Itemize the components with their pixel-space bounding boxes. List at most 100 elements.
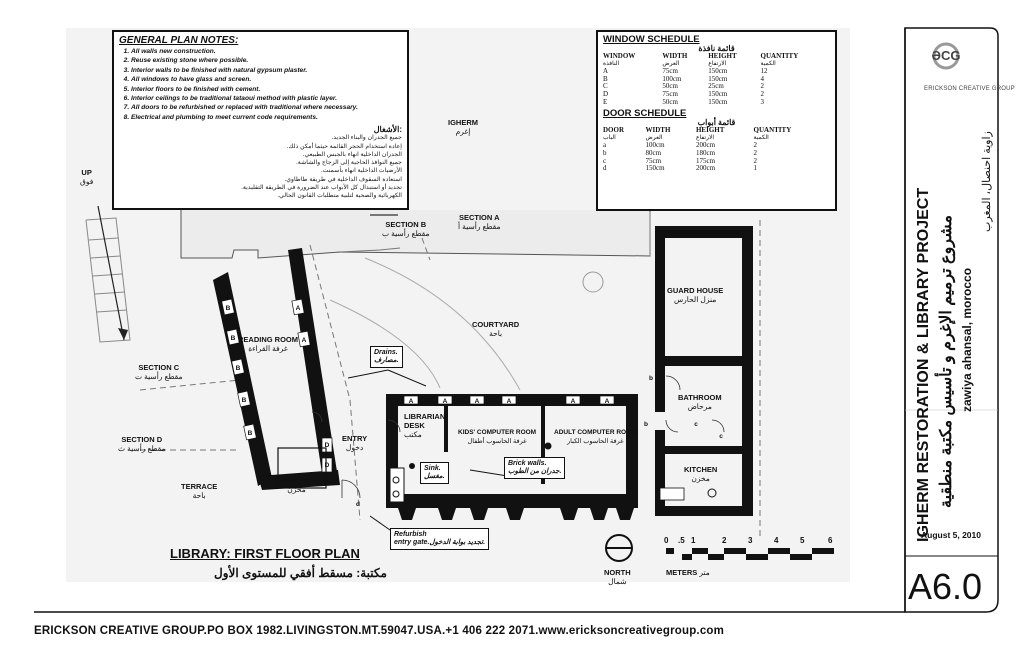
scale-tick: 1 xyxy=(691,536,696,545)
col-header-ar: العرض xyxy=(662,60,680,67)
scale-tick: 4 xyxy=(774,536,779,545)
cell: 4 xyxy=(760,74,765,83)
col-header-ar: الارتفاع xyxy=(695,134,715,141)
note-item: Interior floors to be finished with ceme… xyxy=(131,85,402,94)
note-ar-item: الأرضيات الداخلية انهاء بأسمنت. xyxy=(321,167,402,175)
scale-tick: 0 xyxy=(664,536,669,545)
col-header: WINDOW xyxy=(603,52,636,60)
project-location: zawiya ahansal, morocco xyxy=(960,267,974,412)
cell: 200cm xyxy=(695,164,716,173)
cell: 2 xyxy=(753,156,758,165)
cell: 100cm xyxy=(645,141,665,150)
cell: b xyxy=(603,148,607,157)
issue-date: August 5, 2010 xyxy=(921,530,981,540)
schedules-box: WINDOW SCHEDULE قائمة نافذة WINDOW WIDTH H… xyxy=(596,30,837,211)
plan-title-ar: مكتبة: مسقط أفقي للمستوى الأول xyxy=(214,566,387,580)
cell: 150cm xyxy=(708,97,728,106)
drains-callout: Drains.مصارف. xyxy=(370,346,403,368)
sink-callout: Sink.مغسل. xyxy=(420,462,449,484)
note-item: All windows to have glass and screen. xyxy=(131,75,402,84)
scale-bar xyxy=(666,548,834,560)
note-ar-item: تجديد أو استبدال كل الأبواب عند الضرورة … xyxy=(241,184,402,192)
window-schedule-title-ar: قائمة نافذة xyxy=(698,44,735,53)
note-ar-item: إعادة استخدام الحجر القائمة حيثما أمكن ذ… xyxy=(286,142,402,150)
col-header: WIDTH xyxy=(645,126,671,135)
scale-tick: 2 xyxy=(722,536,727,545)
cell: 75cm xyxy=(662,89,678,98)
cell: 150cm xyxy=(708,67,728,76)
sheet-number: A6.0 xyxy=(908,566,983,607)
general-notes-box: GENERAL PLAN NOTES: All walls new constr… xyxy=(112,30,409,210)
company-name: ERICKSON CREATIVE GROUP xyxy=(924,86,1015,92)
project-location-ar: زاوية احنصال، المغرب xyxy=(981,131,993,232)
cell: 150cm xyxy=(708,74,728,83)
col-header: QUANTITY xyxy=(753,126,792,135)
footer-contact: ERICKSON CREATIVE GROUP.PO BOX 1982.LIVI… xyxy=(34,625,725,637)
note-ar-item: الكهربائية والصحية لتلبية متطلبات القانو… xyxy=(277,192,402,200)
company-logo: ƏCG xyxy=(931,48,961,63)
scale-label: METERS متر xyxy=(666,568,710,577)
cell: 2 xyxy=(753,148,758,157)
cell: 150cm xyxy=(645,164,665,173)
notes-title: GENERAL PLAN NOTES: xyxy=(119,35,239,46)
logo-mark xyxy=(932,42,960,70)
note-item: All walls new construction. xyxy=(131,47,402,56)
col-header: HEIGHT xyxy=(708,52,737,60)
note-item: Interior walls to be finished with natur… xyxy=(131,66,402,75)
cell: 100cm xyxy=(662,74,682,83)
cell: 2 xyxy=(760,82,765,91)
cell: E xyxy=(603,97,608,106)
scale-tick: 3 xyxy=(748,536,753,545)
cell: 75cm xyxy=(645,156,662,165)
col-header-ar: الارتفاع xyxy=(708,60,727,67)
project-title: IGHERM RESTORATION & LIBRARY PROJECT xyxy=(915,187,932,542)
notes-list: All walls new construction. Reuse existi… xyxy=(119,47,402,122)
stairs xyxy=(85,217,131,343)
note-ar-item: جميع الجدران والبناء الجديد. xyxy=(331,134,402,142)
cell: 2 xyxy=(753,141,758,150)
cell: 150cm xyxy=(708,89,728,98)
notes-arabic-title: الأشغال: xyxy=(373,125,402,135)
col-header: QUANTITY xyxy=(760,52,799,60)
cell: 12 xyxy=(760,67,768,76)
note-item: Reuse existing stone where possible. xyxy=(131,56,402,65)
cell: B xyxy=(603,74,608,83)
scale-tick: .5 xyxy=(678,536,685,545)
table-row: B 100cm 150cm 4 xyxy=(603,74,830,84)
scale-tick: 5 xyxy=(800,536,805,545)
door-schedule-title-ar: قائمة أبواب xyxy=(697,118,736,128)
note-ar-item: جميع النوافذ الحاجية إلى الزجاج والشاشة. xyxy=(296,159,402,167)
col-header-ar: العرض xyxy=(645,134,663,141)
cell: c xyxy=(603,156,607,165)
window-schedule-title: WINDOW SCHEDULE xyxy=(603,34,700,45)
cell: C xyxy=(603,82,608,91)
guard-house-walls xyxy=(655,226,753,516)
note-item: All doors to be refurbished or replaced … xyxy=(131,103,402,112)
col-header: DOOR xyxy=(603,126,624,135)
col-header-ar: الباب xyxy=(603,134,616,141)
col-header-ar: الكمية xyxy=(760,60,776,67)
